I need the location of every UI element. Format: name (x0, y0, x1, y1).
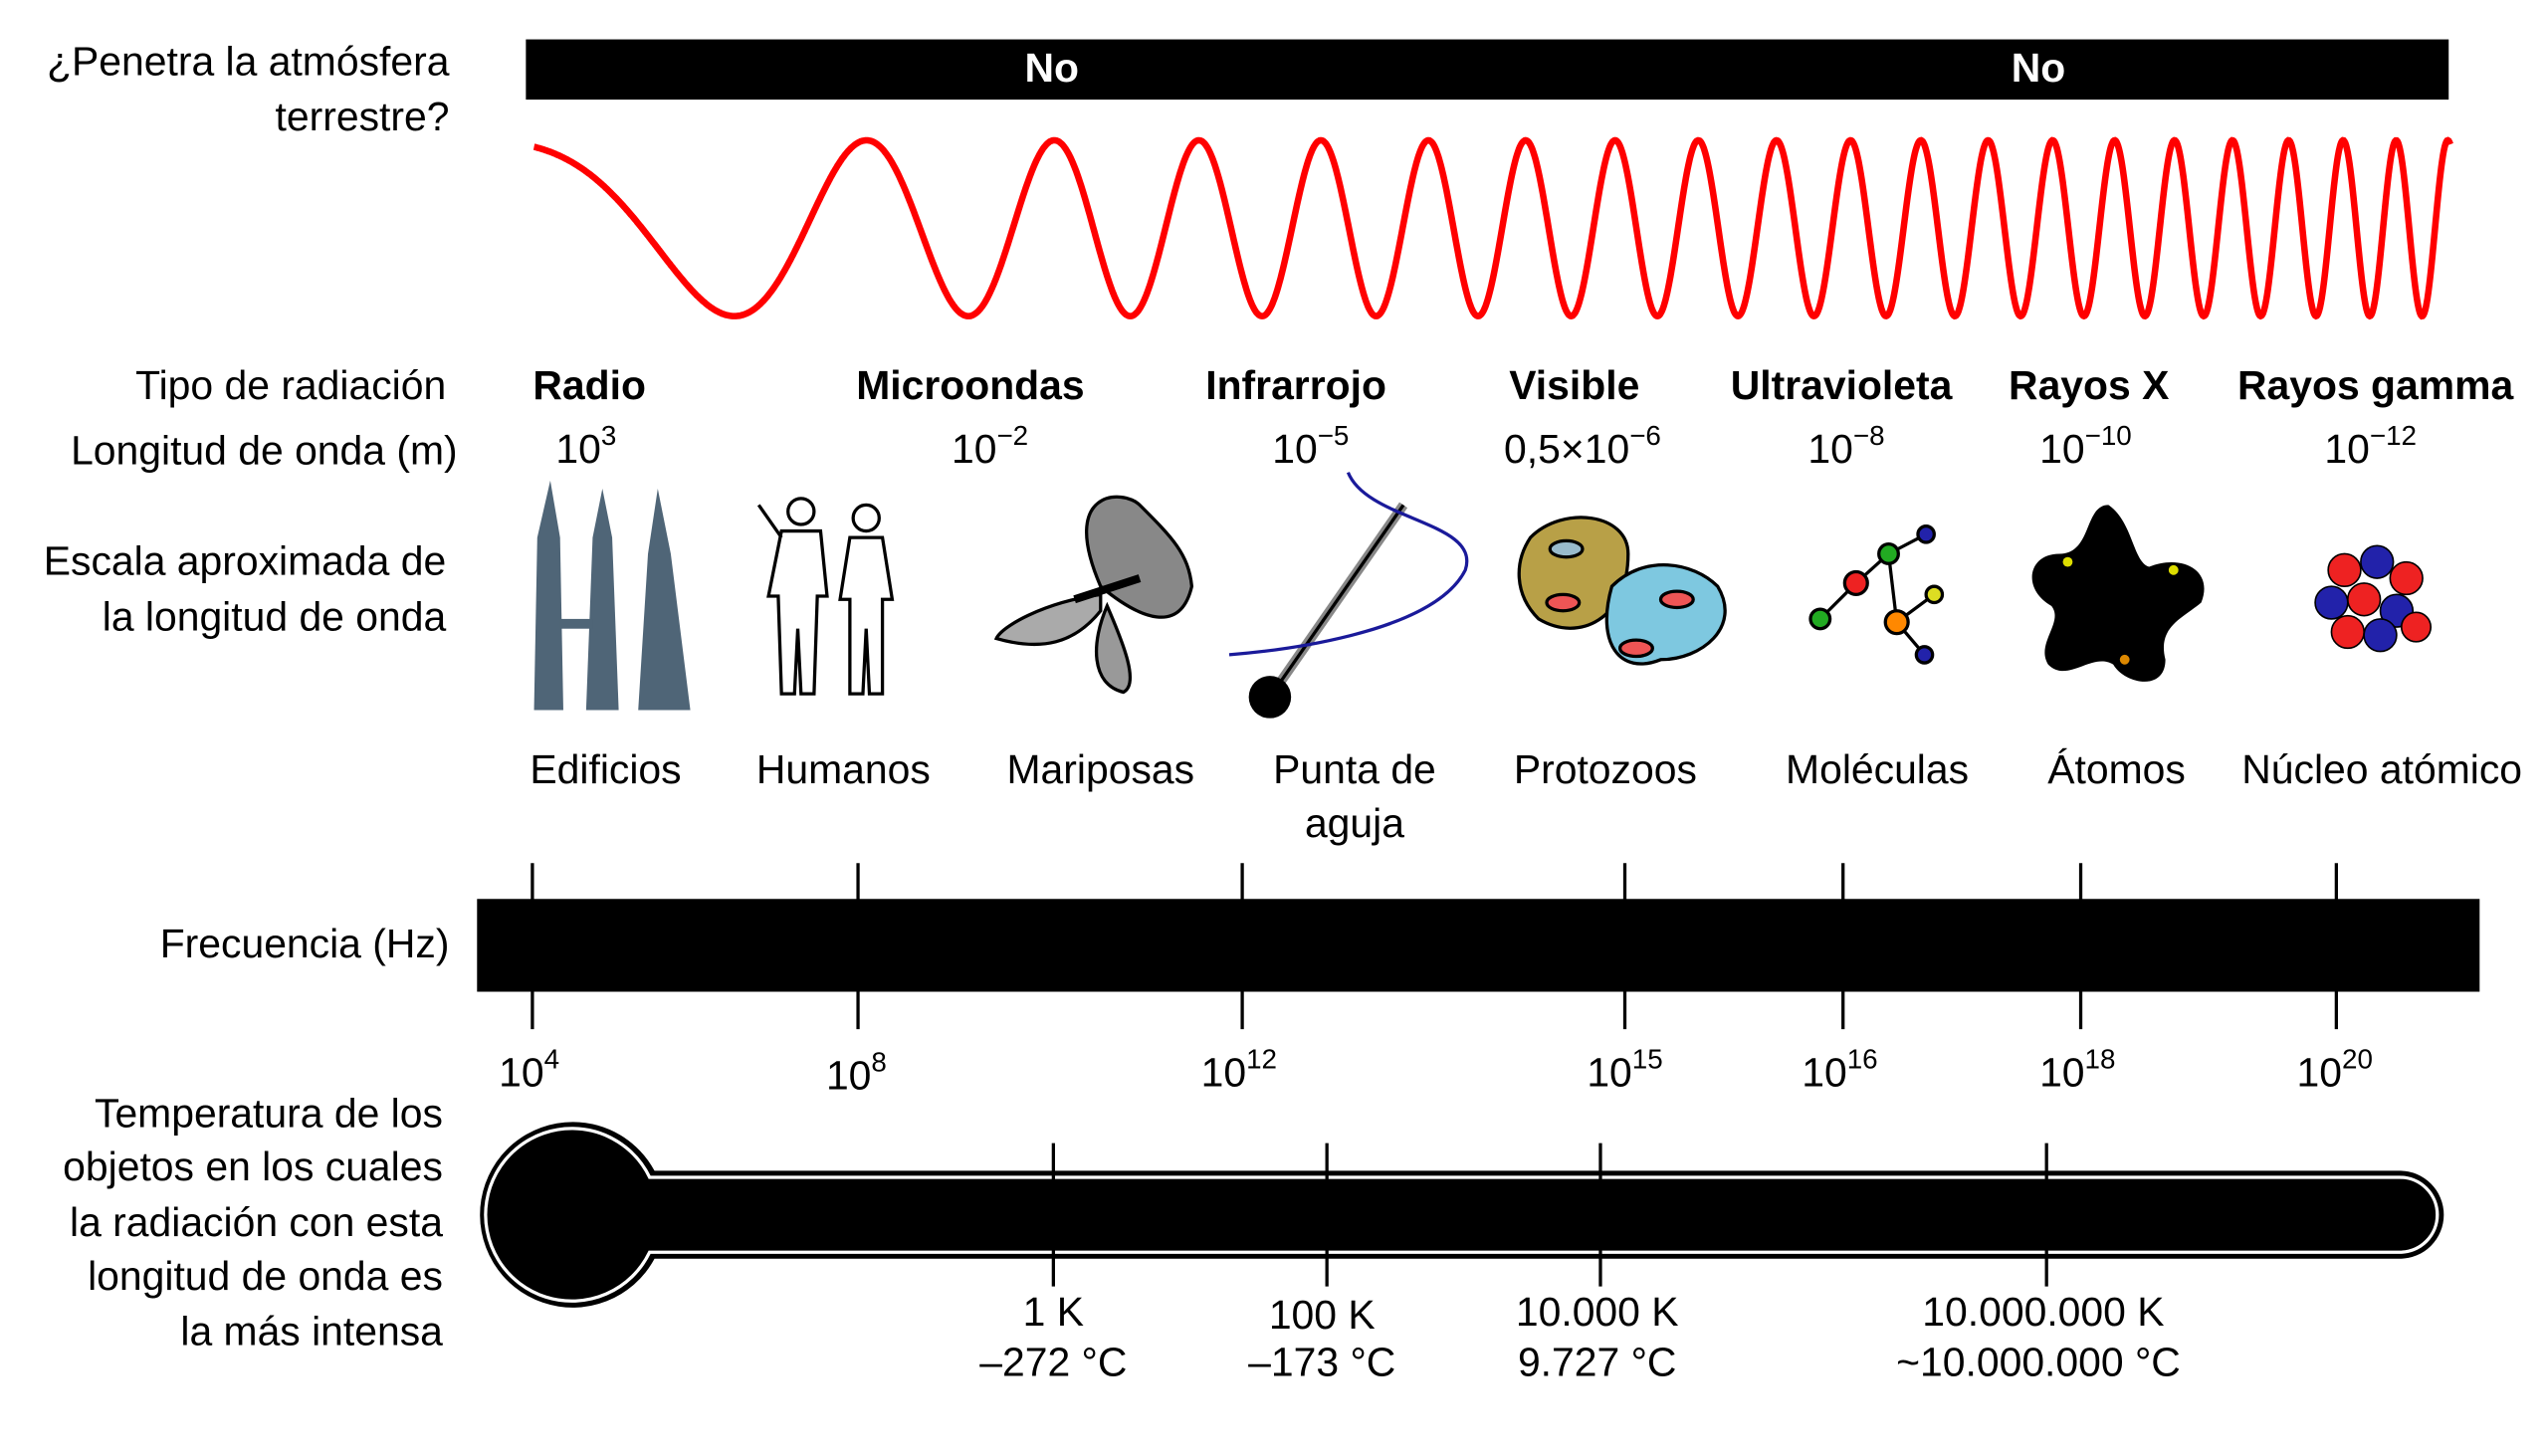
radiation-type-microwave: Microondas (856, 362, 1084, 408)
frequency-tick-label: 108 (826, 1047, 887, 1099)
butterfly-icon (993, 495, 1194, 695)
humans-icon (756, 497, 895, 696)
scale-object-humans: Humanos (756, 746, 931, 792)
temperature-celsius: ~10.000.000 °C (1896, 1340, 2181, 1385)
label-temperature: Temperatura de los objetos en los cuales… (63, 1090, 443, 1353)
radiation-type-gamma: Rayos gamma (2237, 362, 2513, 408)
atmosphere-label-no-2: No (2012, 45, 2066, 91)
temperature-kelvin: 100 K (1269, 1292, 1376, 1338)
label-temperature-line: la radiación con esta (70, 1199, 443, 1245)
scale-object-nucleus: Núcleo atómico (2241, 746, 2522, 792)
wavelength-value: 10−2 (952, 420, 1028, 472)
atomic-nucleus-icon (2314, 544, 2433, 653)
frequency-tick-label: 1015 (1587, 1043, 1662, 1095)
atmosphere-question-line2: terrestre? (276, 94, 450, 139)
frequency-tick-label: 1016 (1802, 1043, 1877, 1095)
wavelength-value: 10−5 (1272, 420, 1349, 472)
wavelength-value: 10−10 (2039, 420, 2132, 472)
wavelength-value: 0,5×10−6 (1504, 420, 1661, 472)
thermometer (480, 1122, 2444, 1308)
radiation-type-xray: Rayos X (2009, 362, 2169, 408)
label-temperature-line: Temperatura de los (95, 1090, 443, 1136)
scale-object-needle-line2: aguja (1305, 800, 1404, 846)
label-radiation-type: Tipo de radiación (135, 362, 446, 408)
temperature-kelvin: 10.000 K (1516, 1289, 1679, 1335)
wavelength-value: 103 (555, 420, 616, 472)
temperature-celsius: –272 °C (979, 1340, 1127, 1385)
atmosphere-opacity-bar (526, 39, 2449, 101)
temperature-kelvin: 1 K (1023, 1289, 1084, 1335)
label-temperature-line: longitud de onda es (88, 1253, 443, 1299)
frequency-tick-label: 1020 (2297, 1043, 2373, 1095)
scale-object-needle-line1: Punta de (1273, 746, 1436, 792)
atom-icon (2031, 505, 2205, 682)
label-temperature-line: la más intensa (180, 1308, 443, 1353)
label-scale-line2: la longitud de onda (103, 593, 447, 639)
temperature-celsius: 9.727 °C (1518, 1340, 1677, 1385)
radiation-type-visible: Visible (1509, 362, 1639, 408)
frequency-tick-label: 1018 (2039, 1043, 2115, 1095)
buildings-icon (533, 480, 691, 711)
atmosphere-question-line1: ¿Penetra la atmósfera (47, 39, 450, 85)
temperature-celsius: –173 °C (1248, 1340, 1395, 1385)
label-wavelength: Longitud de onda (m) (71, 428, 458, 474)
scale-object-buildings: Edificios (530, 746, 681, 792)
temperature-kelvin: 10.000.000 K (1922, 1289, 2164, 1335)
atmosphere-label-no-1: No (1024, 45, 1079, 91)
frequency-tick-label: 104 (499, 1043, 559, 1095)
wavelength-value: 10−8 (1807, 420, 1884, 472)
needle-tip-icon (1228, 472, 1469, 719)
scale-object-butterflies: Mariposas (1007, 746, 1195, 792)
radiation-type-infrared: Infrarrojo (1205, 362, 1386, 408)
label-temperature-line: objetos en los cuales (63, 1144, 443, 1189)
protozoa-icon (1517, 516, 1727, 666)
temperature-ticks (1051, 1143, 2048, 1287)
scale-object-atoms: Átomos (2047, 746, 2186, 792)
radiation-type-ultraviolet: Ultravioleta (1731, 362, 1953, 408)
label-scale-line1: Escala aproximada de (44, 538, 446, 584)
frequency-bar (477, 899, 2480, 992)
label-frequency: Frecuencia (Hz) (160, 921, 450, 966)
scale-object-protozoa: Protozoos (1514, 746, 1697, 792)
frequency-tick-label: 1012 (1201, 1043, 1277, 1095)
wave-illustration (532, 136, 2453, 320)
radiation-type-radio: Radio (532, 362, 646, 408)
frequency-ticks (531, 863, 2338, 1030)
scale-object-molecules: Moléculas (1786, 746, 1969, 792)
wavelength-value: 10−12 (2324, 420, 2417, 472)
molecule-icon (1808, 524, 1945, 665)
